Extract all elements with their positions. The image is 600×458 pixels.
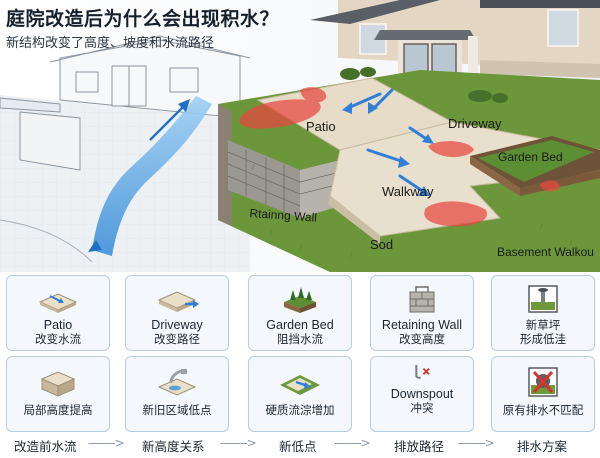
card-downspout-title: Downspout — [390, 387, 454, 401]
card-garden-bed-title: Garden Bed — [266, 318, 334, 332]
flow-arrow-1: --------> — [88, 436, 125, 450]
new-sod-icon — [528, 285, 558, 313]
label-sod: Sod — [370, 237, 394, 252]
card-driveway-title: Driveway — [151, 318, 203, 332]
house — [310, 0, 600, 96]
patio-slab-icon — [38, 293, 78, 313]
card-low-point-desc: 新旧区域低点 — [142, 403, 212, 417]
shrubs — [340, 67, 508, 103]
flow-step-3: 新低点 — [279, 439, 317, 454]
card-patio: Patio 改变水流 — [6, 275, 110, 351]
runoff-stream — [92, 96, 212, 256]
flow-arrow-2: --------> — [220, 436, 257, 450]
flow-step-2: 新高度关系 — [142, 439, 205, 454]
flow-step-4: 排放路径 — [394, 439, 445, 454]
card-downspout-desc: 冲突 — [410, 401, 434, 415]
card-garden-bed-desc: 阻挡水流 — [277, 332, 323, 346]
low-point-icon — [157, 369, 197, 396]
yard-scene — [0, 0, 600, 272]
card-patio-title: Patio — [43, 318, 73, 332]
label-patio: Patio — [306, 119, 336, 134]
card-retaining-wall-title: Retaining Wall — [381, 318, 463, 332]
flow-step-5: 排水方案 — [517, 439, 568, 454]
downspout-conflict-icon — [415, 365, 430, 379]
hard-surface-runoff-icon — [280, 375, 320, 395]
flow-arrow-4: --------> — [458, 436, 495, 450]
label-basement-walkout: Basement Walkou — [497, 245, 594, 259]
before-sketch — [0, 35, 251, 272]
card-driveway: Driveway 改变路径 — [125, 275, 229, 351]
card-new-sod: 新草坪 形成低洼 — [491, 275, 595, 351]
page-title: 庭院改造后为什么会出现积水？ — [6, 8, 280, 30]
card-low-point: 新旧区域低点 — [125, 356, 229, 432]
card-hard-surface-desc: 硬质流淙增加 — [265, 403, 335, 417]
page-subtitle: 新结构改变了高度、坡度和水流路径 — [6, 36, 215, 51]
flow-arrow-icon — [178, 99, 190, 112]
arrow-head-icon — [422, 134, 434, 144]
after-yard — [218, 0, 600, 272]
retaining-wall-icon — [409, 286, 435, 313]
card-new-sod-title: 新草坪 — [525, 318, 561, 332]
card-driveway-desc: 改变路径 — [154, 332, 200, 346]
card-patio-desc: 改变水流 — [35, 332, 81, 346]
drain-mismatch-icon — [528, 367, 558, 397]
arrow-head-icon — [398, 156, 410, 168]
arrow-head-icon — [368, 102, 378, 114]
card-garden-bed: Garden Bed 阻挡水流 — [248, 275, 352, 351]
label-garden-bed: Garden Bed — [498, 150, 563, 164]
arrow-head-icon — [342, 102, 352, 114]
flow-arrow-3: --------> — [334, 436, 371, 450]
card-retaining-wall-desc: 改变高度 — [399, 332, 445, 346]
raised-block-icon — [40, 371, 76, 397]
driveway-slab-icon — [157, 291, 199, 312]
arrow-head-icon — [418, 186, 430, 196]
card-hard-surface: 硬质流淙增加 — [248, 356, 352, 432]
card-new-sod-desc: 形成低洼 — [520, 332, 566, 346]
garden-bed-icon — [284, 287, 316, 313]
flow-step-1: 改造前水流 — [14, 439, 77, 454]
hero-illustration: 庭院改造后为什么会出现积水？ 新结构改变了高度、坡度和水流路径 Patio Dr… — [0, 0, 600, 272]
flow-arrow-icon — [88, 240, 102, 252]
card-raised-height: 局部高度提高 — [6, 356, 110, 432]
card-downspout: Downspout 冲突 — [370, 356, 474, 432]
card-raised-height-desc: 局部高度提高 — [23, 403, 93, 417]
label-walkway: Walkway — [382, 184, 434, 199]
card-drain-mismatch-desc: 原有排水不匹配 — [502, 403, 584, 417]
garden-bed — [470, 136, 600, 196]
pooling-zones — [239, 87, 560, 227]
card-drain-mismatch: 原有排水不匹配 — [491, 356, 595, 432]
card-retaining-wall: Retaining Wall 改变高度 — [370, 275, 474, 351]
label-driveway: Driveway — [448, 116, 502, 131]
